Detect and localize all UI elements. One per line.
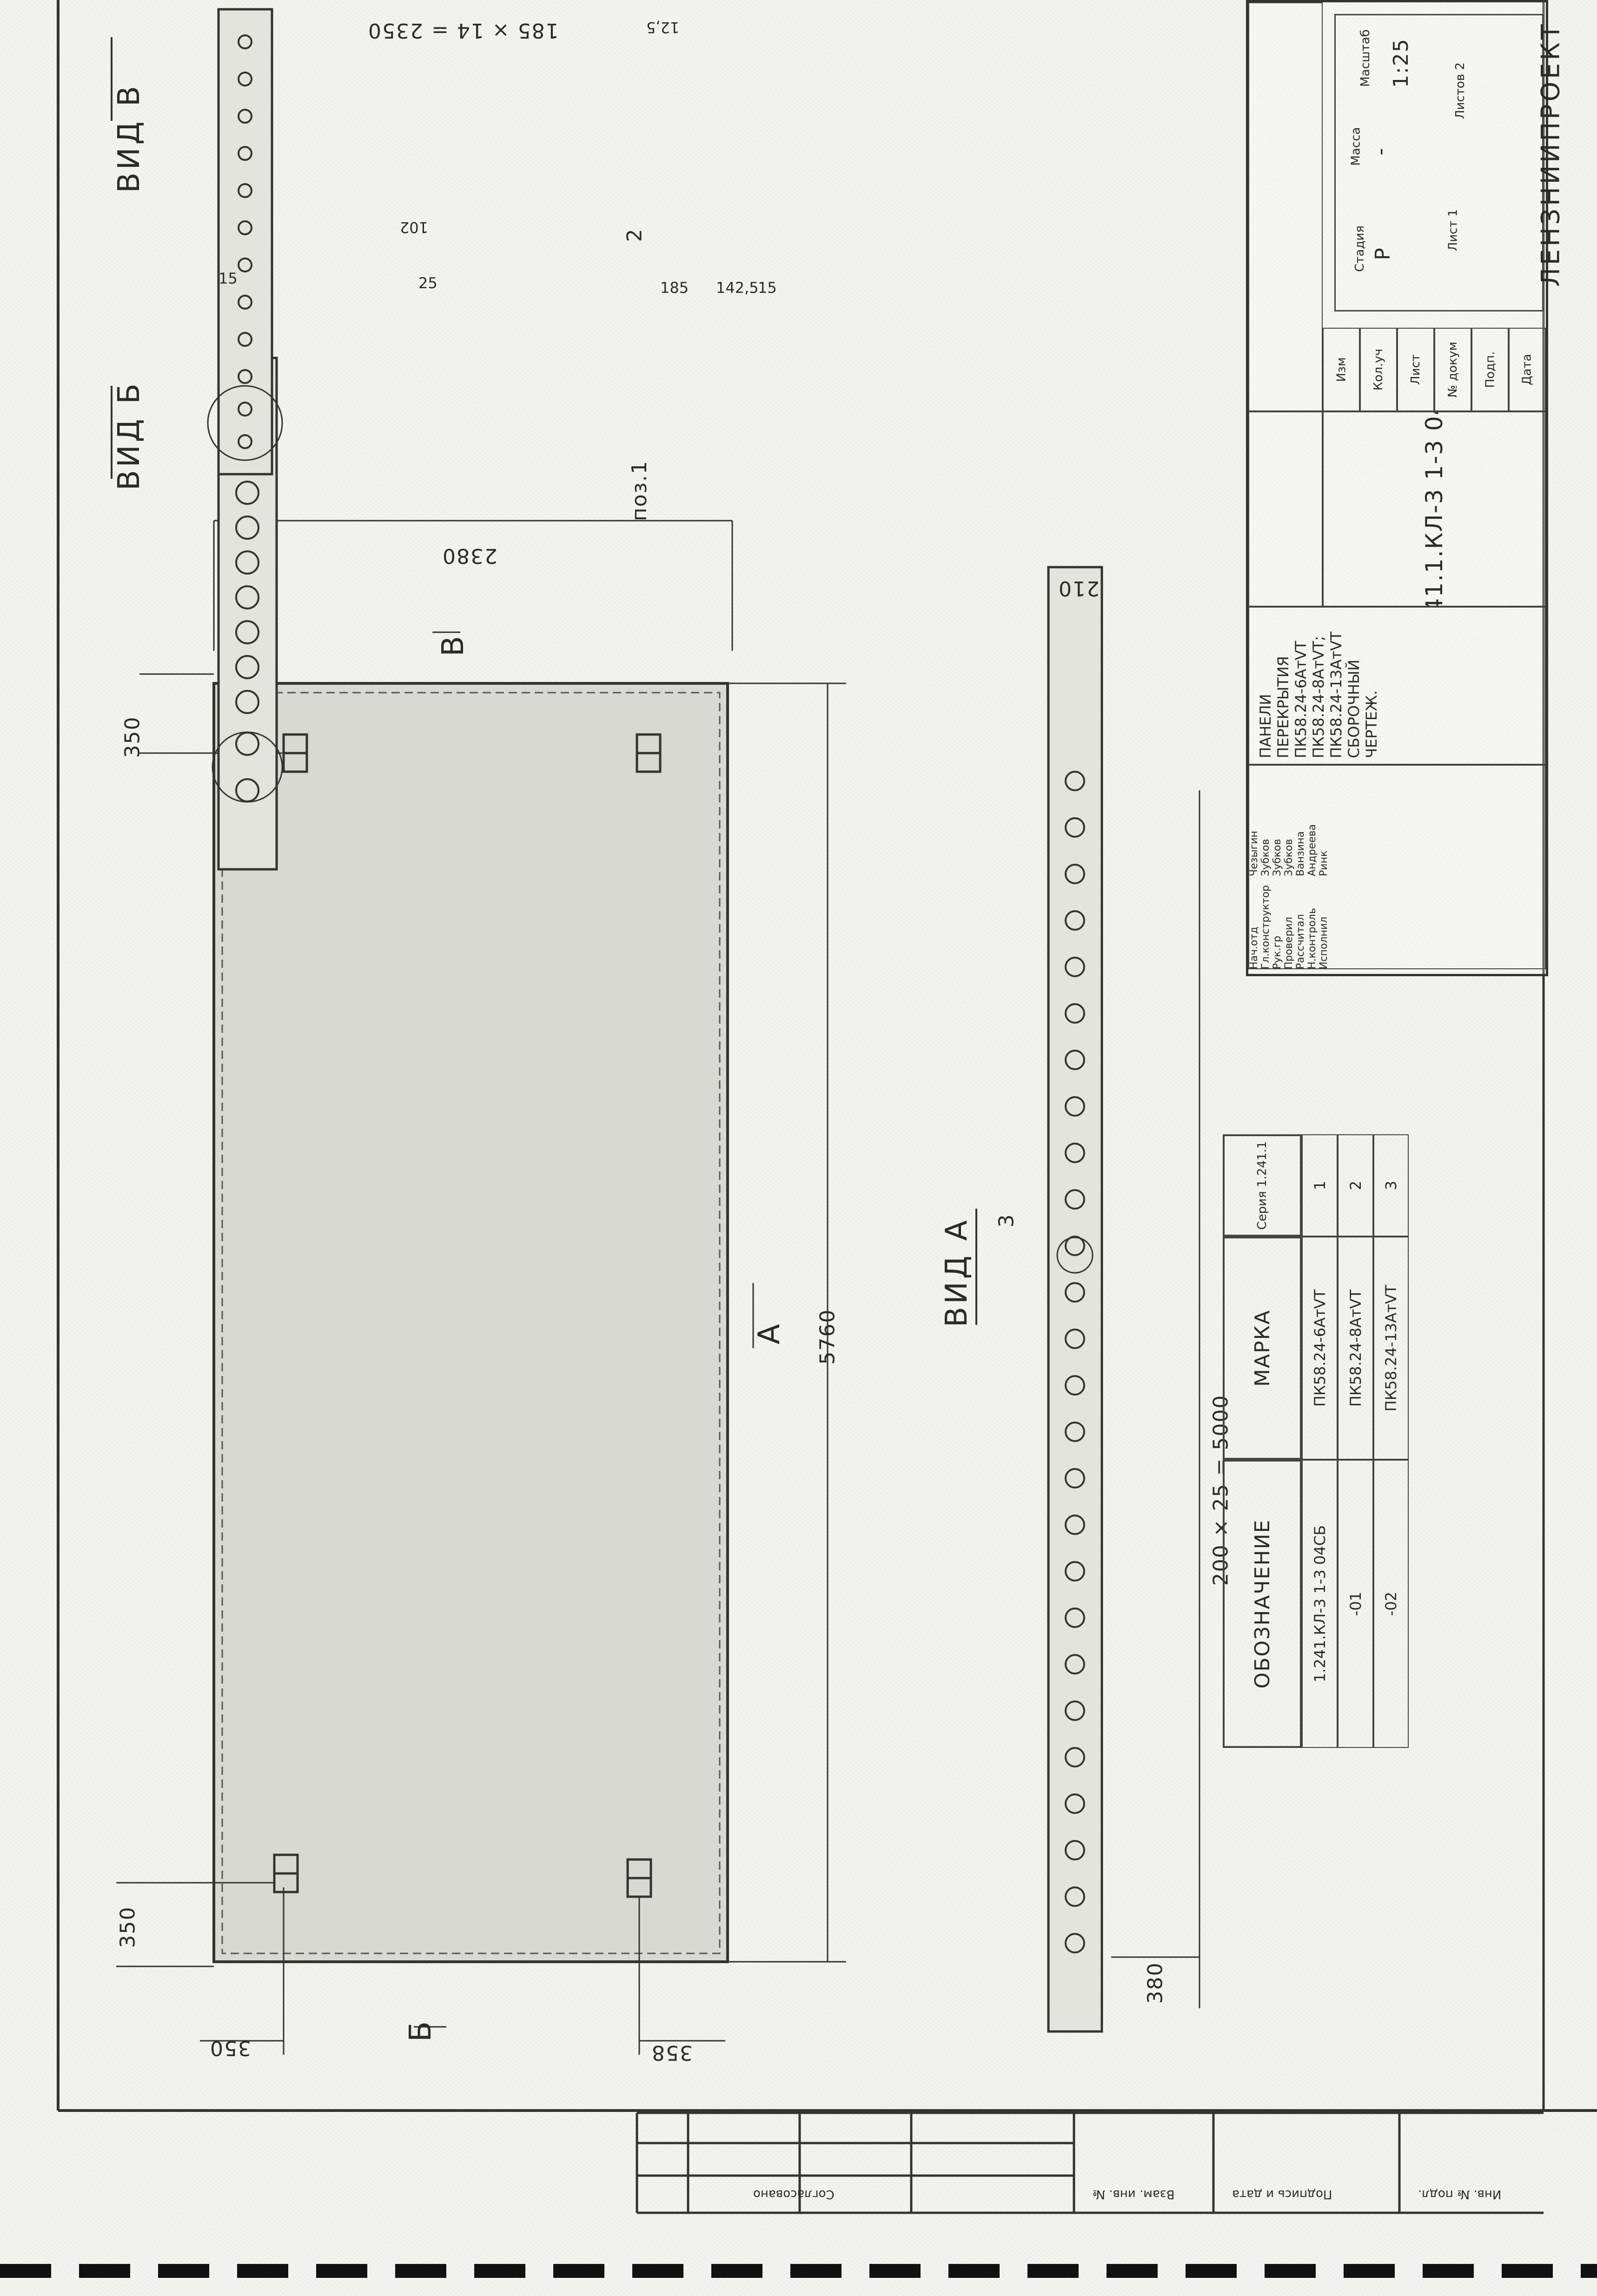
item-3-callout: 3: [994, 1213, 1019, 1228]
dim-350-top: 350: [120, 716, 145, 758]
view-a-label: ВИД А: [939, 1217, 974, 1327]
mass-label: Масса: [1349, 127, 1363, 166]
rev-empty: [1248, 411, 1323, 607]
spec-header-mark: МАРКА: [1223, 1237, 1302, 1460]
item-2-callout: 2: [623, 228, 647, 242]
rev-headers: Изм Кол.уч Лист № докум Подп. Дата: [1323, 328, 1546, 411]
stage-label: Стадия: [1352, 225, 1367, 272]
scale-value: 1:25: [1389, 38, 1413, 88]
dim-380: 380: [1143, 1962, 1167, 2004]
spec-row-2-designation: -01: [1338, 1460, 1373, 1748]
sheet-label: Лист 1: [1446, 209, 1460, 251]
spec-row-1-designation: 1.241.КЛ-3 1-3 04СБ: [1302, 1460, 1338, 1748]
dim-185-b: 185: [660, 279, 689, 297]
scale-label: Масштаб: [1358, 29, 1372, 87]
sheets-label: Листов 2: [1453, 62, 1467, 119]
dim-350-bottom: 350: [116, 1906, 140, 1948]
dim-210: 210: [1058, 576, 1100, 600]
title-code-cell: 1.241.1.КЛ-3 1-3 04СБ: [1323, 411, 1546, 607]
view-v-strip: [217, 8, 273, 476]
inv-orig-label: Инв. № подл.: [1418, 2187, 1502, 2201]
title-name-line4: СБОРОЧНЫЙ ЧЕРТЕЖ.: [1345, 659, 1380, 758]
title-block: Изм Кол.уч Лист № докум Подп. Дата 1.241…: [1246, 0, 1548, 976]
spec-header-designation: ОБОЗНАЧЕНИЕ: [1223, 1460, 1302, 1748]
title-name-line1: ПАНЕЛИ ПЕРЕКРЫТИЯ: [1257, 656, 1292, 758]
dim-15-top: 15: [219, 270, 238, 287]
spec-header-series: Серия 1.241.1: [1223, 1134, 1302, 1237]
dim-2380: 2380: [442, 544, 497, 568]
dim-15-b: 15: [758, 279, 777, 297]
title-name-cell: ПАНЕЛИ ПЕРЕКРЫТИЯ ПК58.24-6АтVТ ПК58.24-…: [1248, 607, 1546, 765]
sign-date-label: Подпись и дата: [1232, 2187, 1332, 2201]
spec-row-3-designation: -02: [1373, 1460, 1409, 1748]
dim-350-left: 350: [209, 2036, 251, 2060]
spec-table: ОБОЗНАЧЕНИЕ МАРКА Серия 1.241.1 1.241.КЛ…: [1223, 1134, 1409, 1748]
title-code: 1.241.1.КЛ-3 1-3 04СБ: [1421, 411, 1448, 607]
dim-185x14: 185 × 14 = 2350: [367, 19, 559, 42]
dim-358: 358: [651, 2041, 693, 2064]
dim-5760: 5760: [815, 1309, 840, 1365]
stage-value: Р: [1371, 247, 1395, 260]
spec-row-3-mark: ПК58.24-13АтVТ: [1373, 1237, 1409, 1460]
mass-value: -: [1368, 147, 1392, 156]
panel-inner-edge: [221, 692, 721, 1954]
agreed-label: Согласовано: [753, 2187, 835, 2201]
title-name-line2: ПК58.24-6АтVТ: [1292, 641, 1310, 758]
stage-block: [1334, 14, 1544, 311]
view-a-strip: [1047, 566, 1103, 2033]
dim-25: 25: [418, 274, 437, 292]
rev-table: [1248, 2, 1323, 411]
arrow-a-mark: А: [752, 1321, 787, 1344]
spec-row-2-number: 2: [1338, 1134, 1373, 1237]
panel-plan: [212, 682, 729, 1963]
dim-142-5: 142,5: [716, 279, 759, 297]
section-v-mark: В: [436, 633, 470, 656]
dim-102: 102: [400, 218, 429, 236]
signers-table: [1248, 765, 1546, 969]
org-name: ЛЕНЗНИИПРОЕКТ: [1536, 21, 1565, 287]
spec-row-1-number: 1: [1302, 1134, 1338, 1237]
inv-no-label: Взам. инв. №: [1093, 2187, 1175, 2201]
spec-row-2-mark: ПК58.24-8АтVТ: [1338, 1237, 1373, 1460]
section-b-mark: Б: [403, 2018, 438, 2042]
item-1-callout: поз.1: [628, 460, 652, 522]
margin-strip-lines: [636, 2111, 1544, 2214]
title-name-line3: ПК58.24-8АтVТ; ПК58.24-13АтVТ: [1310, 631, 1345, 758]
view-a-holes: [1056, 771, 1093, 1953]
view-v-label: ВИД В: [112, 83, 147, 193]
view-v-holes: [207, 34, 283, 461]
view-b-label: ВИД Б: [112, 380, 147, 491]
dimension-lines: [116, 520, 1200, 2055]
spec-row-1-mark: ПК58.24-6АтVТ: [1302, 1237, 1338, 1460]
spec-row-3-number: 3: [1373, 1134, 1409, 1237]
dim-12-5: 12,5: [646, 19, 680, 36]
